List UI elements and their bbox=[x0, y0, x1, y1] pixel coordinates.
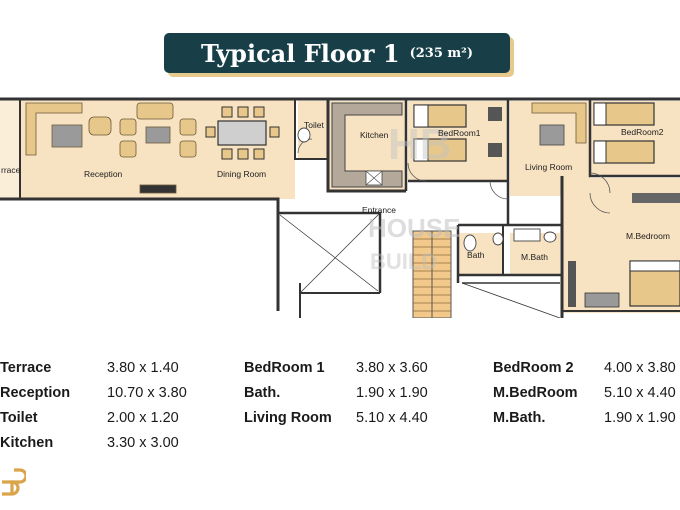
mbedroom-furniture bbox=[568, 193, 680, 308]
floor-plan: HB HOUSE BUILD rrace Reception Dining Ro… bbox=[0, 97, 680, 318]
label-entrance: Entrance bbox=[362, 205, 396, 215]
room-name: Kitchen bbox=[0, 435, 54, 451]
room-size: 10.70 x 3.80 bbox=[107, 385, 187, 401]
room-size: 5.10 x 4.40 bbox=[604, 385, 676, 401]
label-bedroom1: BedRoom1 bbox=[438, 128, 481, 138]
room-size: 3.80 x 3.60 bbox=[356, 360, 428, 376]
label-bath: Bath bbox=[467, 250, 485, 260]
title-banner: Typical Floor 1 (235 m²) bbox=[164, 33, 516, 77]
room-size: 3.80 x 1.40 bbox=[107, 360, 179, 376]
room-name: M.BedRoom bbox=[493, 385, 578, 401]
label-toilet: Toilet bbox=[304, 120, 324, 130]
reception-furniture bbox=[25, 102, 197, 194]
room-name: Reception bbox=[0, 385, 71, 401]
watermark: HB HOUSE BUILD bbox=[368, 120, 460, 274]
bedroom2-beds bbox=[593, 102, 655, 164]
svg-text:HB: HB bbox=[388, 120, 452, 169]
walls bbox=[0, 97, 680, 318]
room-name: BedRoom 2 bbox=[493, 360, 574, 376]
room-size: 5.10 x 4.40 bbox=[356, 410, 428, 426]
room-size: 1.90 x 1.90 bbox=[356, 385, 428, 401]
door-swings bbox=[297, 138, 611, 214]
label-bedroom2: BedRoom2 bbox=[621, 127, 664, 137]
floor-area: (235 m²) bbox=[409, 45, 473, 61]
label-reception: Reception bbox=[84, 169, 123, 179]
living-sofa bbox=[531, 102, 587, 146]
kitchen-counters bbox=[331, 102, 403, 188]
room-size: 2.00 x 1.20 bbox=[107, 410, 179, 426]
label-living: Living Room bbox=[525, 162, 572, 172]
title-box: Typical Floor 1 (235 m²) bbox=[164, 33, 510, 73]
label-mbedroom: M.Bedroom bbox=[626, 231, 670, 241]
label-dining: Dining Room bbox=[217, 169, 266, 179]
staircase bbox=[412, 230, 452, 318]
dining-table bbox=[205, 106, 280, 160]
room-name: Bath. bbox=[244, 385, 281, 401]
room-name: Terrace bbox=[0, 360, 52, 376]
room-name: BedRoom 1 bbox=[244, 360, 325, 376]
room-sizes-col3: BedRoom 2 4.00 x 3.80 M.BedRoom 5.10 x 4.4… bbox=[493, 360, 680, 435]
label-kitchen: Kitchen bbox=[360, 130, 389, 140]
bath-fixtures bbox=[297, 127, 557, 252]
room-name: Living Room bbox=[244, 410, 332, 426]
label-mbath: M.Bath bbox=[521, 252, 548, 262]
room-name: Toilet bbox=[0, 410, 38, 426]
room-size: 3.30 x 3.00 bbox=[107, 435, 179, 451]
room-sizes-col2: BedRoom 1 3.80 x 3.60 Bath. 1.90 x 1.90 Li… bbox=[244, 360, 484, 435]
svg-text:BUILD: BUILD bbox=[370, 249, 437, 274]
label-terrace: rrace bbox=[1, 165, 21, 175]
bedroom1-beds bbox=[413, 104, 502, 162]
svg-text:HOUSE: HOUSE bbox=[368, 213, 460, 243]
room-sizes-col1: Terrace 3.80 x 1.40 Reception 10.70 x 3.80… bbox=[0, 360, 240, 460]
room-name: M.Bath. bbox=[493, 410, 546, 426]
room-size: 1.90 x 1.90 bbox=[604, 410, 676, 426]
floor-title: Typical Floor 1 bbox=[201, 38, 400, 68]
hb-logo-icon bbox=[2, 468, 26, 496]
room-size: 4.00 x 3.80 bbox=[604, 360, 676, 376]
floor-terrace bbox=[0, 99, 20, 199]
